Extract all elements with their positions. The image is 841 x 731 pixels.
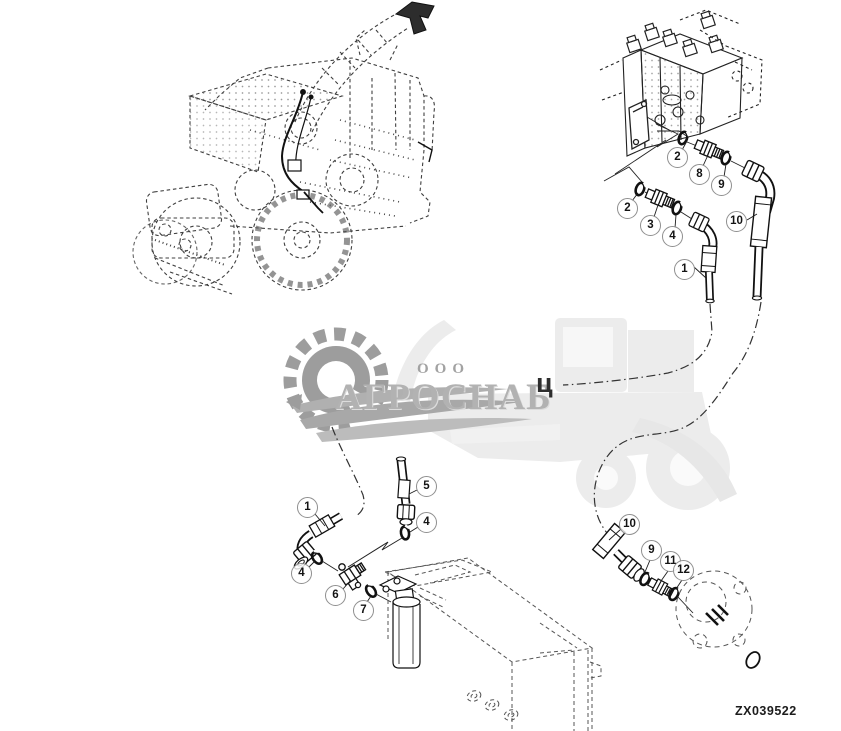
o-ring-4-hose5 [398,523,413,542]
pump-outline [675,570,753,649]
callout-6: 6 [325,585,346,606]
callout-10-upper: 10 [726,211,747,232]
callout-4-valve-lower: 4 [662,226,683,247]
callout-7: 7 [353,600,374,621]
o-ring-7 [362,580,381,600]
drawing-code: ZX039522 [735,704,797,718]
pump-fittings [591,522,761,669]
harvester-hose-lines [280,89,433,214]
adapter-8 [692,136,726,162]
watermark-stray-char: ц [536,368,553,398]
elbow-hose-10-upper [740,159,776,301]
watermark-gear-logo [283,327,532,444]
harvester-sketch [132,1,435,295]
callout-9-valve-upper: 9 [711,175,732,196]
callout-12: 12 [673,560,694,581]
oil-filter [378,575,421,669]
elbow-hose-10-lower [591,522,645,582]
callout-2-valve-upper: 2 [667,147,688,168]
callout-9-pump: 9 [641,540,662,561]
callout-5: 5 [416,476,437,497]
adapter-3 [643,185,677,211]
watermark-company-name: АГРОСНАБ [335,377,552,418]
routing-left-hose [331,426,365,517]
callout-1-upper: 1 [674,259,695,280]
callout-4-hose5: 4 [416,512,437,533]
callout-3: 3 [640,215,661,236]
hose-5 [395,456,416,526]
callout-4-elbow: 4 [291,563,312,584]
callout-10-pump: 10 [619,514,640,535]
valve-leader-lines [603,116,689,183]
callout-2-valve-lower: 2 [617,198,638,219]
callout-1-left: 1 [297,497,318,518]
fitting-chains-top [632,128,776,304]
tee-fitting-6 [338,562,367,591]
watermark-tractor-silhouette [392,318,737,510]
valve-mounting-plate [628,99,650,151]
valve-ghost-extension [599,9,763,119]
pump-detail [705,604,761,669]
watermark-graphic [283,318,737,510]
routing-lines [331,301,762,534]
o-ring-2-lower [632,179,649,199]
spout [284,1,435,145]
routing-hose-1 [562,303,713,386]
valve-block [599,9,763,183]
callout-8: 8 [689,164,710,185]
watermark-ooo-text: ООО [417,361,471,377]
elbow-hose-1-upper [687,211,718,304]
routing-hose-10 [593,301,762,534]
tank-and-filter [378,557,602,731]
